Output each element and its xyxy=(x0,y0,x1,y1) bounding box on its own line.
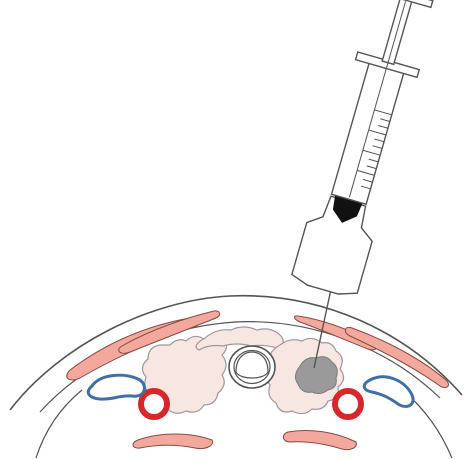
jugular-vein-right xyxy=(364,377,413,407)
syringe-icon xyxy=(290,0,440,368)
carotid-artery-right xyxy=(335,391,361,417)
deep-muscle-right xyxy=(283,430,356,449)
plunger-rod-inner xyxy=(349,1,405,197)
jugular-vein-left xyxy=(88,375,144,399)
trachea xyxy=(229,346,275,388)
deep-muscle-left xyxy=(133,434,213,449)
carotid-artery-left xyxy=(141,391,167,417)
inner-contour-left xyxy=(36,390,82,458)
thyroid-isthmus xyxy=(196,327,283,350)
